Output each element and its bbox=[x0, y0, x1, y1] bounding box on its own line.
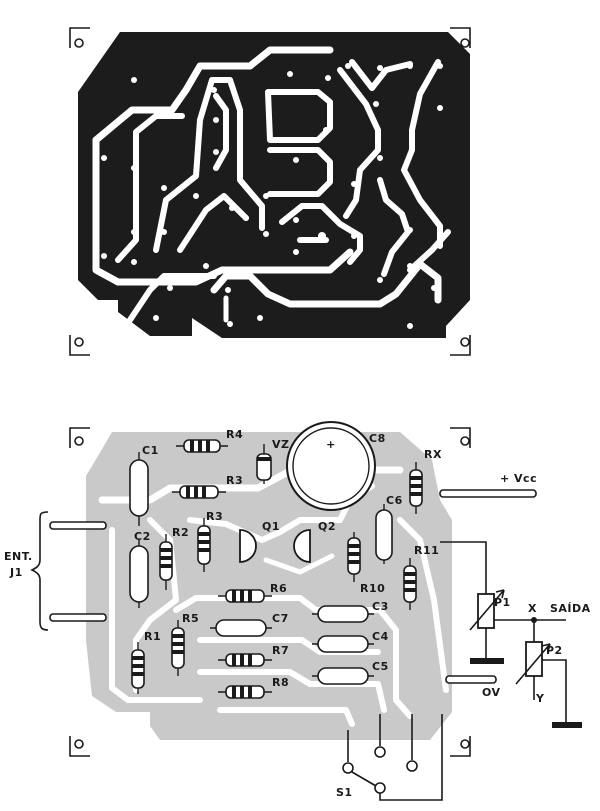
label-r7: R7 bbox=[272, 644, 289, 657]
label-c7: C7 bbox=[272, 612, 289, 625]
input-connector-j1: ENT. J1 bbox=[4, 511, 107, 631]
capacitor-c8: + C8 bbox=[286, 421, 386, 511]
output-network: P1 X SAÍDA P2 Y bbox=[440, 541, 591, 728]
switch-s1: S1 bbox=[336, 714, 443, 801]
label-c1: C1 bbox=[142, 444, 159, 457]
copper-layout bbox=[69, 27, 471, 356]
resistor-r10: R10 bbox=[347, 532, 385, 595]
label-p1: P1 bbox=[494, 596, 511, 609]
label-c6: C6 bbox=[386, 494, 403, 507]
label-r10: R10 bbox=[360, 582, 385, 595]
zener-vz: VZ bbox=[256, 438, 290, 484]
label-r2: R2 bbox=[172, 526, 189, 539]
capacitor-c1: C1 bbox=[129, 444, 159, 526]
isolation-channels bbox=[92, 46, 451, 323]
label-r5: R5 bbox=[182, 612, 199, 625]
resistor-r2: R2 bbox=[159, 526, 189, 590]
capacitor-c2: C2 bbox=[129, 530, 151, 608]
label-r3-top: R3 bbox=[226, 474, 243, 487]
label-ent: ENT. bbox=[4, 550, 33, 563]
capacitor-c3: C3 bbox=[312, 600, 389, 623]
capacitor-c7: C7 bbox=[210, 612, 289, 637]
label-c4: C4 bbox=[372, 630, 389, 643]
label-p2: P2 bbox=[546, 644, 563, 657]
resistor-r3-vertical: R3 bbox=[197, 510, 223, 572]
resistor-r8: R8 bbox=[218, 676, 289, 699]
resistor-rx: RX bbox=[409, 448, 442, 514]
label-r4: R4 bbox=[226, 428, 243, 441]
c8-polarity-mark: + bbox=[326, 438, 336, 451]
label-r1: R1 bbox=[144, 630, 161, 643]
resistor-r1: R1 bbox=[131, 630, 161, 694]
label-j1: J1 bbox=[9, 566, 23, 579]
resistor-r4: R4 bbox=[176, 428, 243, 453]
label-q1: Q1 bbox=[262, 520, 280, 533]
capacitor-c6: C6 bbox=[375, 494, 403, 564]
label-vz: VZ bbox=[272, 438, 290, 451]
label-s1: S1 bbox=[336, 786, 353, 799]
resistor-r5: R5 bbox=[171, 612, 199, 676]
label-y: Y bbox=[535, 692, 545, 705]
transistor-q1: Q1 bbox=[239, 520, 280, 563]
label-q2: Q2 bbox=[318, 520, 336, 533]
capacitor-c4: C4 bbox=[312, 630, 389, 653]
registration-marks-top bbox=[69, 27, 471, 356]
label-r11: R11 bbox=[414, 544, 439, 557]
label-c3: C3 bbox=[372, 600, 389, 613]
transistor-q2: Q2 bbox=[293, 520, 336, 563]
drill-pads bbox=[101, 63, 443, 329]
label-c8: C8 bbox=[369, 432, 386, 445]
resistor-r11: R11 bbox=[403, 544, 439, 610]
vcc-input: + Vcc bbox=[439, 472, 537, 498]
label-x: X bbox=[528, 602, 537, 615]
label-saida: SAÍDA bbox=[550, 602, 591, 615]
label-c5: C5 bbox=[372, 660, 389, 673]
label-vcc: + Vcc bbox=[500, 472, 537, 485]
label-r3-vertical: R3 bbox=[206, 510, 223, 523]
component-layout: + C8 VZ R4 R3 C1 bbox=[4, 421, 591, 801]
label-rx: RX bbox=[424, 448, 442, 461]
resistor-r7: R7 bbox=[218, 644, 289, 667]
label-c2: C2 bbox=[134, 530, 151, 543]
label-r6: R6 bbox=[270, 582, 287, 595]
ground-lead: OV bbox=[445, 675, 501, 699]
label-r8: R8 bbox=[272, 676, 289, 689]
resistor-r3-top: R3 bbox=[172, 474, 243, 499]
capacitor-c5: C5 bbox=[312, 660, 389, 685]
resistor-r6: R6 bbox=[218, 582, 287, 603]
label-ov: OV bbox=[482, 686, 501, 699]
registration-marks-bottom bbox=[69, 427, 471, 757]
